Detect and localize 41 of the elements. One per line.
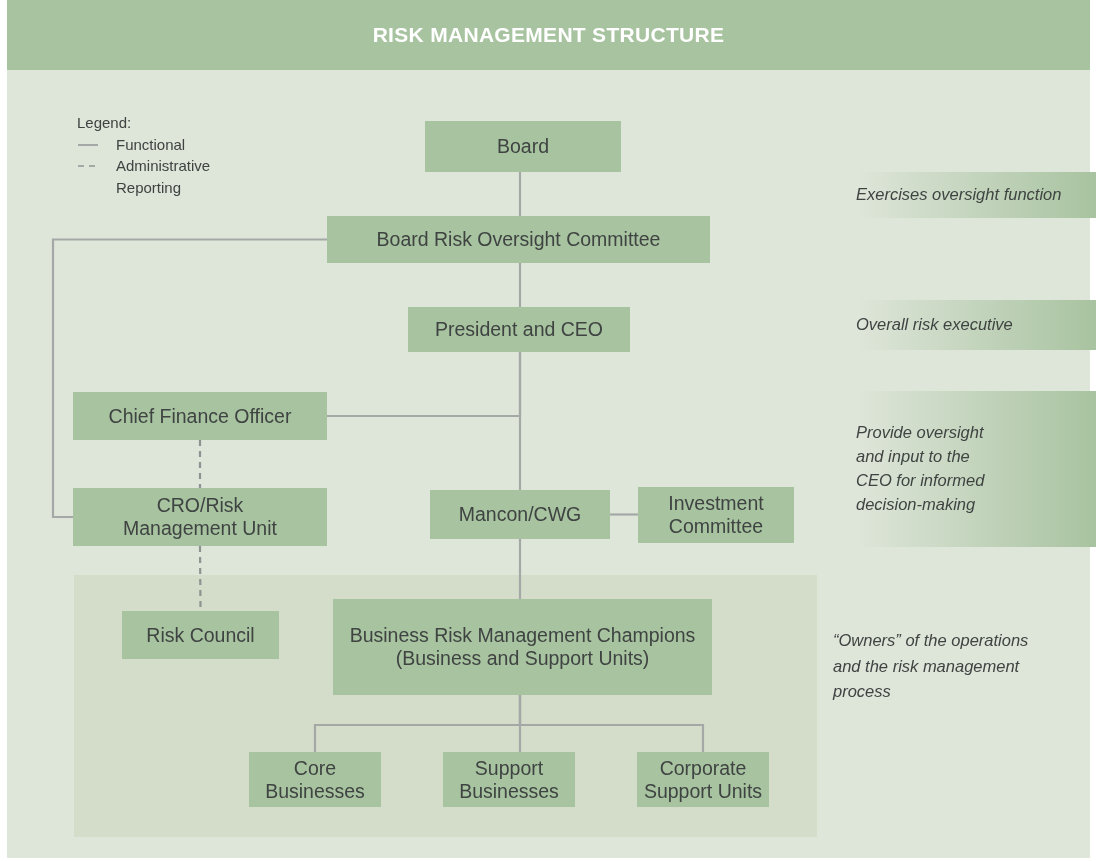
connector-line xyxy=(518,172,522,216)
role-box xyxy=(73,392,327,440)
role-box xyxy=(73,488,327,546)
role-label: Support Businesses xyxy=(458,756,560,803)
legend-heading: Legend: xyxy=(77,114,133,132)
role-label: CRO/Risk Management Unit xyxy=(122,494,278,540)
dashed-connector xyxy=(198,440,202,488)
role-box xyxy=(408,307,630,352)
role-label: Corporate Support Units xyxy=(643,756,763,803)
role-label: Business Risk Management Champions (Business and Support Units) xyxy=(348,624,697,670)
role-label: Risk Council xyxy=(146,623,255,647)
role-box xyxy=(637,752,769,807)
role-label: Board xyxy=(496,135,549,158)
connector-line xyxy=(327,352,522,418)
role-label: Investment Committee xyxy=(667,492,765,538)
connector-line xyxy=(51,238,327,519)
role-box xyxy=(425,121,621,172)
connector-line xyxy=(518,539,522,599)
connector-line xyxy=(610,513,638,516)
note-text: Provide oversight and input to the CEO for informed decision-making xyxy=(856,422,986,515)
diagram-title: RISK MANAGEMENT STRUCTURE xyxy=(372,23,725,47)
role-box xyxy=(430,490,610,539)
role-label: Core Businesses xyxy=(264,756,366,803)
role-box xyxy=(333,599,712,695)
role-label: President and CEO xyxy=(435,318,603,341)
note-text: “Owners” of the operations and the risk management process xyxy=(833,630,1030,703)
role-box xyxy=(638,487,794,543)
role-box xyxy=(122,611,279,659)
connector-line xyxy=(518,263,522,307)
group-panel xyxy=(74,575,817,837)
role-box xyxy=(249,752,381,807)
role-box xyxy=(327,216,710,263)
role-label: Mancon/CWG xyxy=(458,503,582,526)
role-box xyxy=(443,752,575,807)
connector-line xyxy=(518,695,705,752)
note-text: Exercises oversight function xyxy=(856,184,1062,206)
note-text: Overall risk executive xyxy=(856,314,1013,336)
role-label: Chief Finance Officer xyxy=(108,404,292,428)
role-label: Board Risk Oversight Committee xyxy=(376,228,661,251)
legend-text: Functional xyxy=(116,135,187,155)
legend-text: Administrative Reporting xyxy=(116,156,212,198)
